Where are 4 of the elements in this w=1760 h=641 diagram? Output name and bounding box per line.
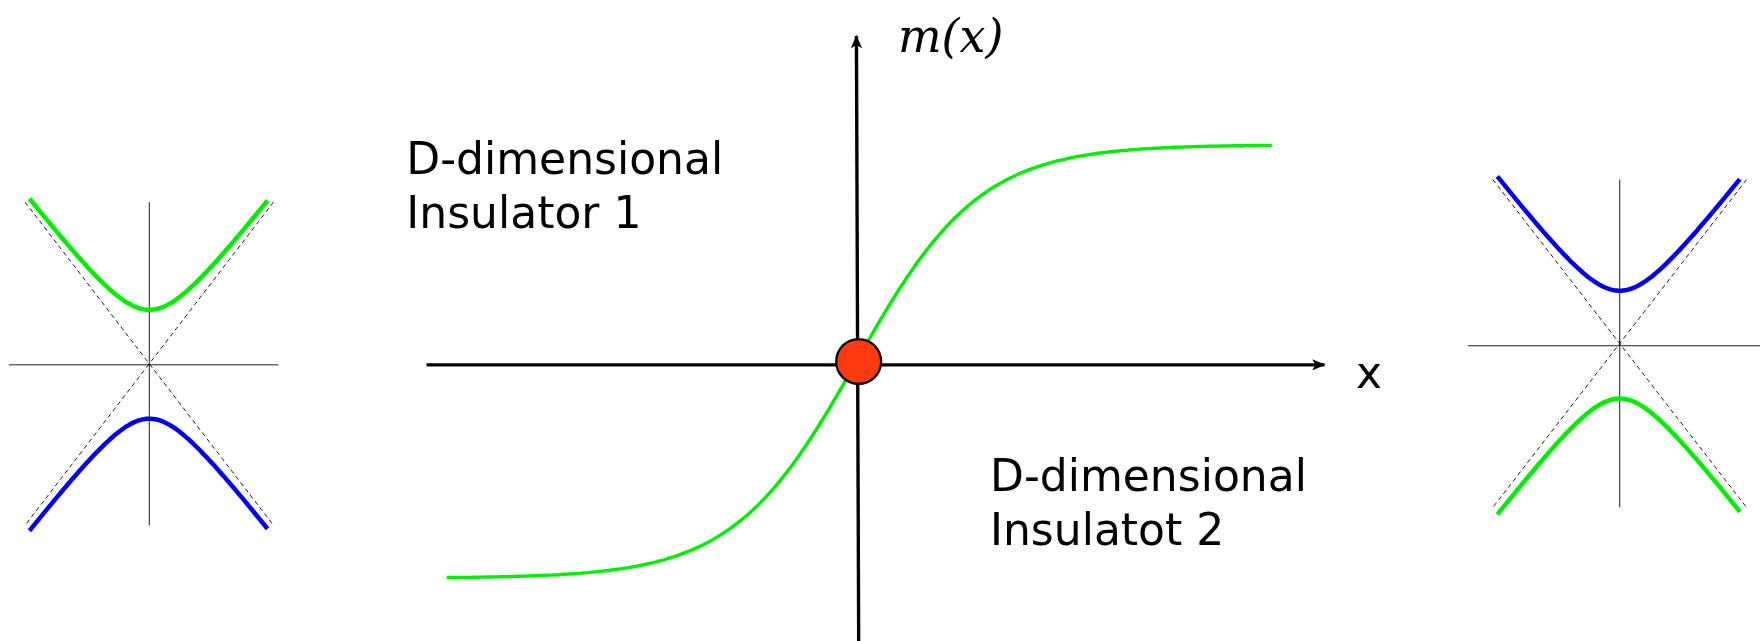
axis-label: m(x) (897, 8, 1005, 63)
axis-label: x (1355, 345, 1383, 400)
region-label: D-dimensional Insulatot 2 (990, 448, 1308, 557)
region-label: D-dimensional Insulator 1 (406, 132, 725, 241)
